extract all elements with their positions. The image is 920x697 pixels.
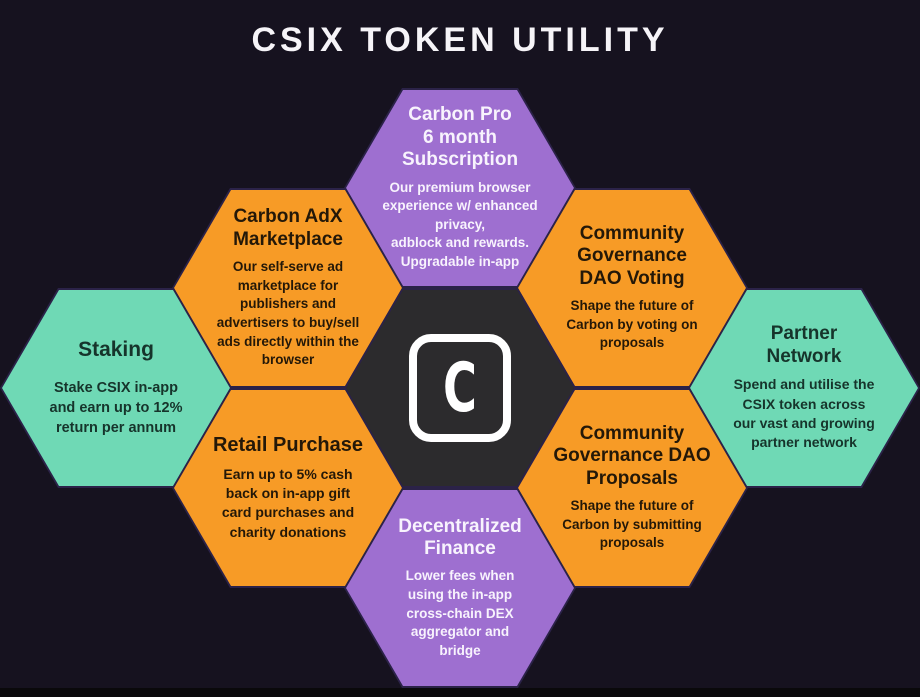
hex-body: Spend and utilise the CSIX token across … xyxy=(733,376,875,451)
hex-decentralized-finance: Decentralized Finance Lower fees when us… xyxy=(344,488,576,688)
hex-body: Shape the future of Carbon by voting on … xyxy=(566,298,698,351)
hex-title: Staking xyxy=(78,338,154,362)
hex-body: Earn up to 5% cash back on in-app gift c… xyxy=(221,465,355,540)
hex-body: Shape the future of Carbon by submitting… xyxy=(562,498,702,551)
hex-title: Community Governance DAO Voting xyxy=(577,222,687,289)
hex-staking: Staking Stake CSIX in-app and earn up to… xyxy=(0,288,232,488)
hex-title: Retail Purchase xyxy=(212,434,364,457)
hex-body: Stake CSIX in-app and earn up to 12% ret… xyxy=(49,379,183,436)
hex-body: Lower fees when using the in-app cross-c… xyxy=(405,568,515,658)
hex-title: Decentralized Finance xyxy=(398,515,522,559)
hex-title: Partner Network xyxy=(766,323,842,367)
page-title: CSIX TOKEN UTILITY xyxy=(251,21,669,59)
hex-carbon-pro-subscription: Carbon Pro 6 month Subscription Our prem… xyxy=(344,88,576,288)
hex-title: Carbon AdX Marketplace xyxy=(233,206,343,250)
hex-body: Our premium browser experience w/ enhanc… xyxy=(382,179,538,270)
hex-title: Carbon Pro 6 month Subscription xyxy=(401,104,519,171)
hex-retail-purchase: Retail Purchase Earn up to 5% cash back … xyxy=(172,388,404,588)
carbon-logo-letter: C xyxy=(443,348,477,428)
carbon-logo-icon: C xyxy=(409,334,511,442)
hex-title: Community Governance DAO Proposals xyxy=(553,422,711,489)
bottom-black-bar xyxy=(0,688,920,697)
hex-body: Our self-serve ad marketplace for publis… xyxy=(216,259,360,368)
hexagon-fill xyxy=(346,490,574,686)
hex-carbon-adx-marketplace: Carbon AdX Marketplace Our self-serve ad… xyxy=(172,188,404,388)
